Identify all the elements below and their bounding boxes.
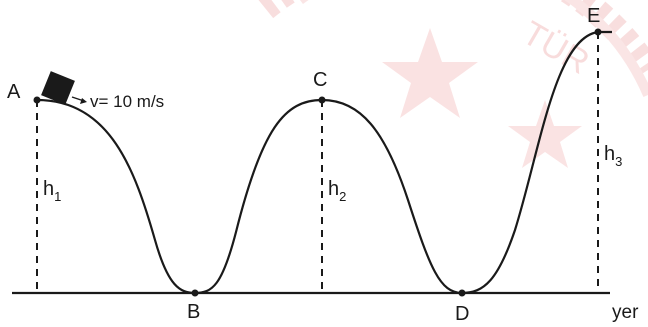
point-c (318, 96, 326, 104)
watermark-star-2 (508, 100, 582, 168)
svg-text:TÜR: TÜR (516, 14, 596, 82)
label-e: E (587, 5, 600, 27)
label-c: C (313, 69, 327, 91)
point-a (33, 96, 41, 104)
label-d: D (455, 303, 469, 325)
label-a: A (7, 81, 21, 103)
point-b (191, 289, 199, 297)
velocity-arrowhead (80, 98, 87, 104)
velocity-label: v= 10 m/s (90, 92, 164, 111)
ground-label: yer (612, 302, 639, 323)
block (41, 71, 75, 105)
point-e (594, 28, 602, 36)
h1-label: h1 (43, 178, 61, 204)
h2-label: h2 (328, 178, 346, 204)
point-d (458, 289, 466, 297)
track-curve (36, 30, 612, 295)
watermark-star-1 (382, 28, 478, 118)
h3-label: h3 (604, 143, 622, 169)
label-b: B (187, 301, 200, 323)
